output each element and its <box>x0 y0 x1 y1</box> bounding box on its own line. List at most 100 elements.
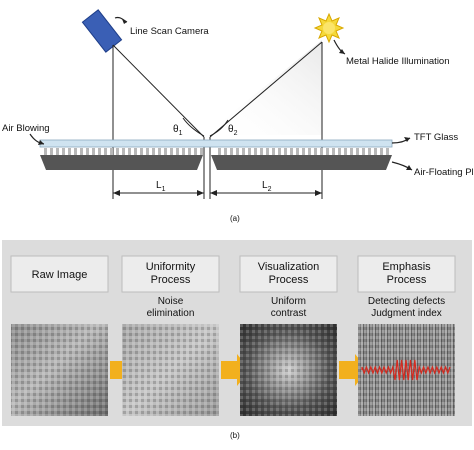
setup-diagram: Line Scan Camera Metal Halide Illuminati… <box>2 9 474 223</box>
air-nozzle <box>314 148 317 155</box>
step-title-box <box>239 255 338 293</box>
air-nozzle <box>134 148 137 155</box>
air-nozzle <box>194 148 197 155</box>
air-nozzle <box>152 148 155 155</box>
air-nozzle <box>332 148 335 155</box>
dimension-l2: L2 <box>210 180 322 196</box>
dimension-l1: L1 <box>113 180 204 196</box>
air-nozzle <box>254 148 257 155</box>
step-description: contrast <box>271 308 307 319</box>
air-nozzle <box>158 148 161 155</box>
tft-glass <box>39 139 393 148</box>
step-description: Detecting defects <box>368 296 445 307</box>
air-nozzle <box>356 148 359 155</box>
step-title: Process <box>269 274 309 286</box>
air-nozzle <box>80 148 83 155</box>
step-title: Raw Image <box>32 269 88 281</box>
step-title: Uniformity <box>146 261 196 273</box>
air-nozzle <box>98 148 101 155</box>
step-description: Uniform <box>271 296 306 307</box>
air-nozzle <box>44 148 47 155</box>
illumination-label: Metal Halide Illumination <box>346 56 450 67</box>
caption-a: (a) <box>230 214 240 223</box>
air-nozzle <box>86 148 89 155</box>
theta2-label: θ2 <box>228 124 238 137</box>
light-ray <box>209 41 323 138</box>
step-title-box <box>10 255 109 293</box>
tft-glass-label: TFT Glass <box>414 132 458 143</box>
air-nozzle <box>362 148 365 155</box>
line-scan-camera-icon <box>81 9 123 53</box>
air-nozzle <box>92 148 95 155</box>
air-nozzle <box>236 148 239 155</box>
air-nozzle <box>74 148 77 155</box>
air-nozzle <box>284 148 287 155</box>
air-floating-plate-left <box>40 155 203 170</box>
air-nozzle <box>350 148 353 155</box>
process-step: Raw Image <box>10 255 109 416</box>
svg-text:L2: L2 <box>262 180 272 193</box>
camera-ray <box>112 44 205 138</box>
air-nozzle <box>302 148 305 155</box>
air-nozzle <box>68 148 71 155</box>
air-floating-plate-right <box>211 155 392 170</box>
air-nozzle <box>182 148 185 155</box>
air-nozzle <box>176 148 179 155</box>
air-nozzle <box>260 148 263 155</box>
svg-text:L1: L1 <box>156 180 166 193</box>
air-nozzle <box>200 148 203 155</box>
step-title: Emphasis <box>382 261 431 273</box>
air-nozzle <box>62 148 65 155</box>
air-nozzle <box>248 148 251 155</box>
image-texture <box>122 324 219 416</box>
air-nozzle <box>386 148 389 155</box>
air-nozzle <box>230 148 233 155</box>
air-nozzle <box>110 148 113 155</box>
air-nozzle <box>146 148 149 155</box>
air-nozzle <box>266 148 269 155</box>
air-nozzle <box>164 148 167 155</box>
air-blowing-label: Air Blowing <box>2 123 50 134</box>
air-nozzle <box>224 148 227 155</box>
air-nozzle <box>368 148 371 155</box>
air-nozzle <box>56 148 59 155</box>
air-nozzles <box>44 148 389 155</box>
caption-b: (b) <box>230 431 240 440</box>
air-nozzle <box>308 148 311 155</box>
air-nozzle <box>278 148 281 155</box>
air-nozzle <box>116 148 119 155</box>
metal-halide-lamp-icon <box>313 12 345 44</box>
step-title: Process <box>151 274 191 286</box>
process-panel: Raw ImageUniformityProcessNoiseeliminati… <box>2 240 472 426</box>
defect-signal <box>361 359 451 381</box>
air-nozzle <box>374 148 377 155</box>
air-nozzle <box>122 148 125 155</box>
air-nozzle <box>338 148 341 155</box>
step-title: Visualization <box>258 261 320 273</box>
air-nozzle <box>320 148 323 155</box>
step-title-box <box>357 255 456 293</box>
air-nozzle <box>104 148 107 155</box>
air-nozzle <box>170 148 173 155</box>
air-nozzle <box>242 148 245 155</box>
air-nozzle <box>296 148 299 155</box>
air-nozzle <box>140 148 143 155</box>
air-nozzle <box>380 148 383 155</box>
light-beam <box>205 40 322 135</box>
image-texture <box>240 324 337 416</box>
air-nozzle <box>344 148 347 155</box>
step-title-box <box>121 255 220 293</box>
camera-label: Line Scan Camera <box>130 26 209 37</box>
air-nozzle <box>272 148 275 155</box>
air-nozzle <box>290 148 293 155</box>
step-description: Noise <box>158 296 184 307</box>
step-description: elimination <box>147 308 195 319</box>
air-nozzle <box>128 148 131 155</box>
image-texture <box>11 324 108 416</box>
air-nozzle <box>50 148 53 155</box>
plates-label: Air-Floating Plates <box>414 167 474 178</box>
step-description: Judgment index <box>371 308 442 319</box>
